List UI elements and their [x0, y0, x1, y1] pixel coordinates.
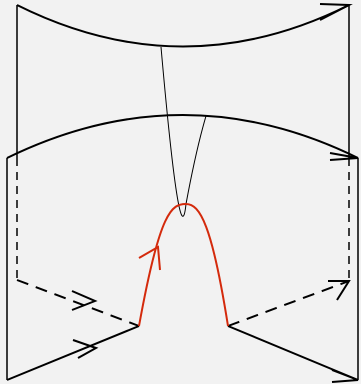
upper-sheet-arrow-head: [319, 3, 353, 21]
dashed-right-arrow-head: [328, 280, 351, 301]
dashed-left-arrow-head: [71, 290, 98, 311]
solid-lines: [6, 325, 359, 383]
red-curve: [138, 202, 229, 327]
dashed-lines: [16, 279, 351, 327]
lower-sheet-top-curve: [6, 114, 359, 159]
dashed-right-line: [227, 280, 350, 327]
dashed-left-line: [16, 279, 140, 327]
upper-sheet: [16, 3, 353, 282]
solid-right-arrow-head: [331, 369, 359, 383]
red-curve-path: [138, 202, 229, 327]
solid-left-line: [6, 325, 140, 381]
lower-sheet: [6, 114, 359, 380]
solid-left-arrow-head: [72, 339, 99, 359]
lower-sheet-arrow-head-mid: [329, 152, 359, 161]
thin-parabola: [160, 46, 207, 217]
red-curve-arrow-head: [138, 245, 161, 271]
upper-sheet-top-curve: [16, 4, 350, 48]
